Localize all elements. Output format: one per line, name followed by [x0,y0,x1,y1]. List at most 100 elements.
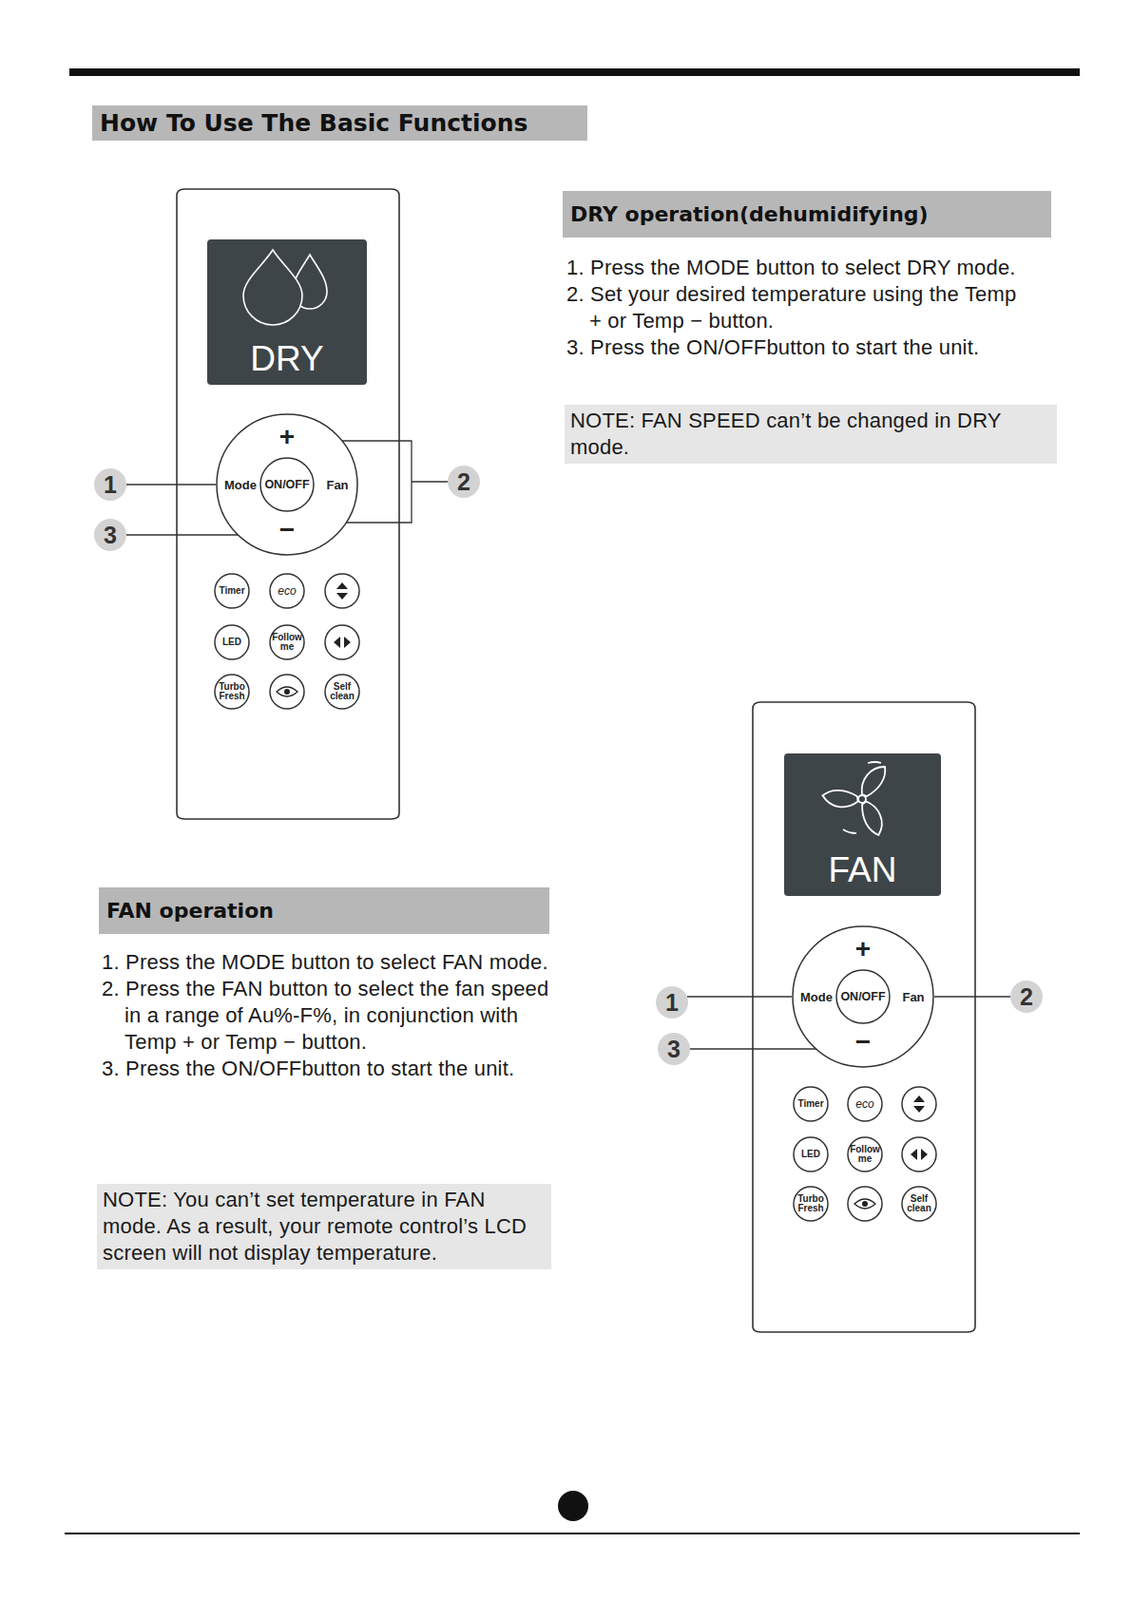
pad-button-label: Mode [224,479,257,492]
wind-mark [843,829,857,834]
eye-icon [276,687,298,697]
button-circle [847,1087,883,1122]
callout-number: 2 [1010,980,1043,1014]
eye-button [269,674,305,710]
leader-line [934,996,1011,998]
instruction-step: 1. Press the MODE button to select DRY m… [566,254,1035,282]
fan-hub [858,795,866,804]
bottom-rule [64,1533,1080,1535]
pad-button-label: Fan [326,479,348,492]
step-list: 1. Press the MODE button to select DRY m… [566,254,1035,362]
heading-text: DRY operation(dehumidifying) [570,202,929,227]
remote-button: Follow me [846,1136,883,1173]
callout-number: 1 [655,986,689,1019]
instruction-step: 3. Press the ON/OFFbutton to start the u… [566,334,1035,362]
remote-button: Self clean [324,673,361,710]
swing-button [325,574,360,609]
swing-button [901,1087,937,1122]
lcd-panel [784,753,941,897]
screen-mode-text: FAN [828,851,898,891]
callout-digit: 3 [667,1037,681,1062]
button-label: Self clean [326,682,359,703]
pad-button-label: + [855,936,871,963]
pad-button-label: Mode [800,991,833,1004]
swing-button [325,625,360,660]
button-circle [847,1137,883,1172]
remote-button: Follow me [268,624,306,661]
leftright-icon [333,636,351,649]
section-heading: FAN operation [98,887,550,935]
fan-blade [862,767,886,797]
button-circle [901,1187,937,1222]
fan-icon [822,762,890,836]
button-label: eco [277,585,296,598]
remote-body [752,702,976,1333]
button-label: LED [222,637,242,649]
control-pad: + Mode Fan − ON/OFF [791,925,935,1069]
button-circle [260,458,314,512]
button-circle [792,926,934,1068]
control-pad: + Mode Fan − ON/OFF [215,413,359,557]
note-text: NOTE: FAN SPEED can’t be changed in DRY … [570,407,1052,461]
page-title: How To Use The Basic Functions [99,109,528,137]
button-circle [214,574,250,609]
button-circle [793,1187,828,1222]
fan-blade [822,780,860,816]
pad-button-label: − [855,1029,871,1056]
eye-pupil [284,689,290,695]
remote-button: Timer [213,573,250,610]
button-circle [269,574,305,609]
remote-button: Self clean [901,1186,938,1223]
button-label: Timer [218,586,245,597]
callout-number: 3 [657,1033,691,1066]
eye-button [847,1187,883,1222]
pad-button-label: Fan [901,991,924,1004]
top-rule [69,68,1080,77]
button-label: eco [855,1098,874,1112]
remote-body [176,189,400,820]
lcd-screen: FAN [784,753,941,897]
pad-button-label: − [279,517,295,544]
power-button: ON/OFF [259,457,315,513]
instruction-step: 1. Press the MODE button to select FAN m… [101,949,551,977]
eye-pupil [862,1201,868,1208]
fan-blade [852,800,890,836]
step-list: 1. Press the MODE button to select FAN m… [101,949,551,1083]
lcd-panel [207,239,367,385]
remote-button: Turbo Fresh [792,1186,829,1223]
button-circle [793,1087,828,1122]
button-label: Follow me [848,1145,882,1166]
remote-button: eco [846,1086,883,1123]
button-circle [214,674,250,710]
callout-digit: 3 [103,523,117,548]
callout-number: 2 [447,465,480,499]
button-label: ON/OFF [840,991,885,1004]
button-label: Turbo Fresh [794,1194,827,1215]
callout-digit: 2 [457,470,471,495]
note-text: NOTE: You can’t set temperature in FAN m… [102,1187,546,1267]
button-circle [325,674,360,710]
callout-number: 3 [94,518,127,552]
page-dot [557,1491,589,1522]
button-circle [216,414,358,556]
wind-mark [867,762,882,764]
drop-icon [243,249,303,326]
instruction-step: 2. Press the FAN button to select the fa… [101,976,551,1056]
leftright-icon [910,1149,928,1161]
button-circle [836,970,890,1024]
pad-button-label: + [279,423,295,451]
heading-text: FAN operation [106,899,274,923]
instruction-step: 3. Press the ON/OFFbutton to start the u… [101,1055,551,1083]
section-heading: DRY operation(dehumidifying) [562,191,1052,238]
button-circle [269,625,305,660]
remote-button: LED [213,624,250,661]
eye-icon [854,1199,876,1209]
note-box: NOTE: You can’t set temperature in FAN m… [96,1184,552,1270]
instruction-step: 2. Set your desired temperature using th… [566,281,1035,335]
callout-digit: 1 [665,991,679,1016]
remote-button: LED [792,1136,829,1173]
button-label: Timer [797,1099,824,1111]
